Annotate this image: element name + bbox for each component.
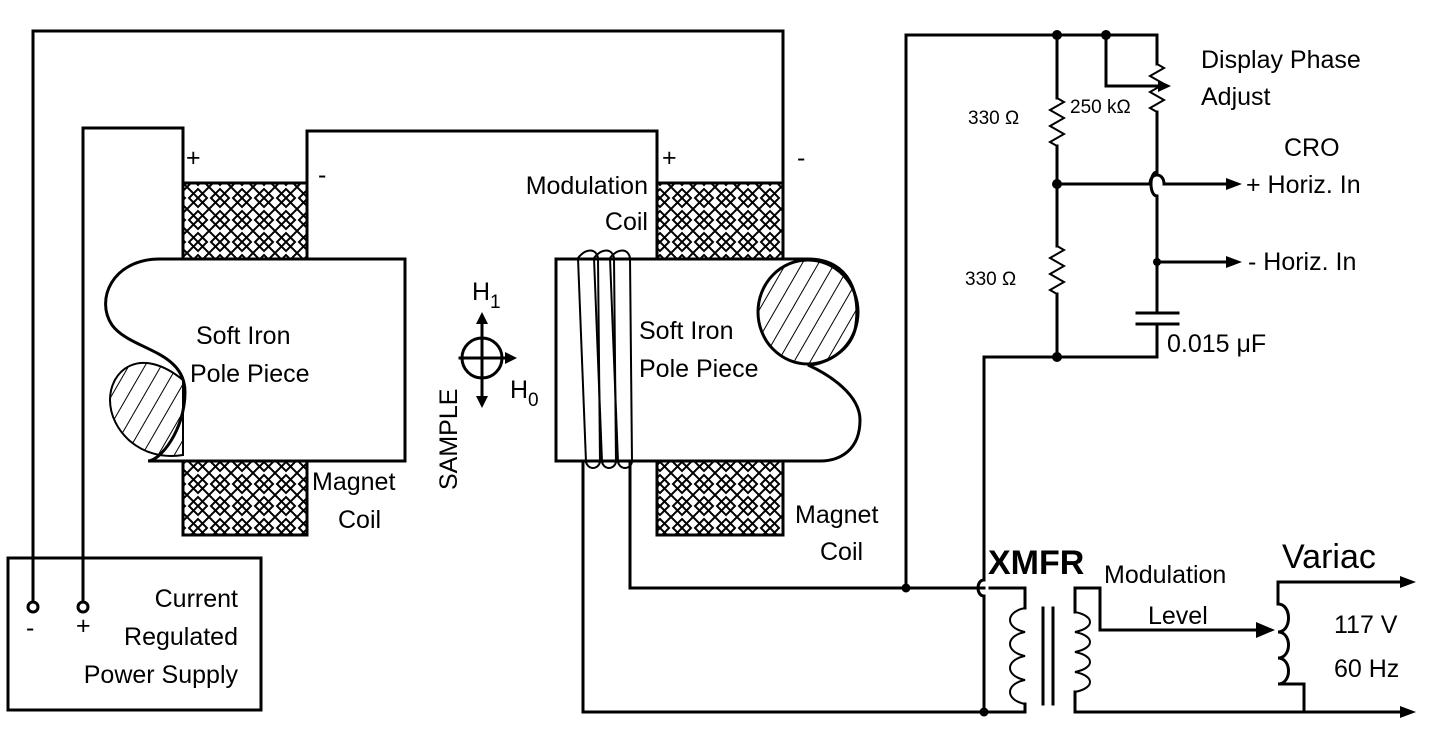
sample-region: SAMPLE H 1 H 0	[435, 278, 539, 490]
left-coil-plus-label: +	[186, 144, 201, 172]
resistor-330-top	[1047, 97, 1067, 147]
h0-label: H	[510, 376, 528, 404]
variac: Variac 117 V 60 Hz	[1276, 538, 1416, 718]
display-phase-label-2: Adjust	[1201, 83, 1271, 111]
modulation-level-arrow	[1256, 622, 1275, 638]
right-magnet-coil-label-1: Magnet	[795, 501, 878, 529]
psu-plus-label: +	[76, 612, 91, 640]
horiz-minus-arrow	[1226, 256, 1242, 268]
right-magnet-coil-label-2: Coil	[820, 538, 863, 566]
mains-arrow-bottom	[1400, 706, 1416, 718]
left-coil-minus-label: -	[318, 161, 326, 189]
junction-dot	[901, 583, 911, 593]
phase-network: Display Phase Adjust 330 Ω 250 kΩ 330 Ω …	[965, 30, 1361, 717]
h1-label: H	[472, 278, 490, 306]
psu-label-line1: Current	[155, 585, 238, 613]
secondary-winding	[1074, 611, 1091, 693]
psu-label-line2: Regulated	[124, 623, 238, 651]
psu-minus-terminal	[26, 600, 40, 614]
modulation-coil-label-1: Modulation	[526, 172, 648, 200]
h1-arrow-up	[476, 312, 488, 324]
right-magnet: + - Soft Iron Pole Piece Magnet Coil	[554, 144, 878, 566]
right-pole-hatched-section	[756, 258, 860, 366]
sample-label: SAMPLE	[435, 389, 463, 490]
power-supply: - + Current Regulated Power Supply	[6, 556, 263, 712]
resistor-330-bottom	[1047, 245, 1067, 295]
h1-subscript: 1	[490, 292, 501, 313]
mains-frequency-label: 60 Hz	[1334, 655, 1399, 683]
r-top-label: 330 Ω	[968, 108, 1019, 129]
h0-subscript: 0	[528, 390, 539, 411]
power-supply-box	[6, 556, 263, 712]
horiz-minus-label: - Horiz. In	[1248, 248, 1356, 276]
left-magnet-coil-top	[181, 181, 309, 261]
magnet-wiring	[31, 29, 785, 608]
modulation-wiring	[581, 33, 1108, 714]
modulation-coil-label-2: Coil	[605, 208, 648, 236]
left-magnet-coil-label-2: Coil	[338, 506, 381, 534]
modulation-level-label-2: Level	[1148, 602, 1208, 630]
right-coil-minus-label: -	[797, 144, 805, 172]
psu-label-line3: Power Supply	[84, 661, 239, 689]
left-magnet: - + Soft Iron Pole Piece Magnet Coil	[104, 144, 407, 537]
right-coil-plus-label: +	[662, 144, 677, 172]
pot-wiper-arrow	[1158, 80, 1171, 92]
psu-plus-terminal	[76, 600, 90, 614]
left-pole-label-2: Pole Piece	[190, 360, 310, 388]
r-pot-label: 250 kΩ	[1070, 97, 1131, 118]
h1-arrow-down	[476, 396, 488, 408]
xmfr-label: XMFR	[988, 544, 1084, 582]
modulation-level-label-1: Modulation	[1104, 561, 1226, 589]
mains-arrow-top	[1400, 576, 1416, 588]
horiz-plus-label: + Horiz. In	[1246, 171, 1361, 199]
right-magnet-coil-bottom	[655, 459, 785, 537]
right-pole-label-2: Pole Piece	[639, 355, 759, 383]
variac-label: Variac	[1282, 538, 1376, 576]
r-bottom-label: 330 Ω	[965, 269, 1016, 290]
psu-minus-label: -	[26, 614, 34, 642]
pot-250k	[1147, 63, 1167, 113]
mains-voltage-label: 117 V	[1334, 611, 1398, 639]
modulation-coil: Modulation Coil	[526, 172, 648, 469]
left-pole-label-1: Soft Iron	[196, 322, 291, 350]
right-pole-label-1: Soft Iron	[639, 317, 734, 345]
h0-arrow	[505, 352, 517, 364]
variac-winding	[1276, 580, 1306, 714]
transformer: XMFR Modulation Level	[988, 544, 1412, 714]
capacitor-label: 0.015 μF	[1167, 330, 1266, 358]
left-magnet-coil-label-1: Magnet	[312, 468, 395, 496]
cro-label: CRO	[1284, 134, 1340, 162]
right-magnet-coil-top	[655, 181, 785, 261]
left-pole-hatched-section	[108, 361, 184, 457]
primary-winding	[1009, 607, 1026, 705]
horiz-plus-arrow	[1226, 178, 1242, 190]
display-phase-label-1: Display Phase	[1201, 46, 1361, 74]
left-magnet-coil-bottom	[181, 459, 309, 537]
